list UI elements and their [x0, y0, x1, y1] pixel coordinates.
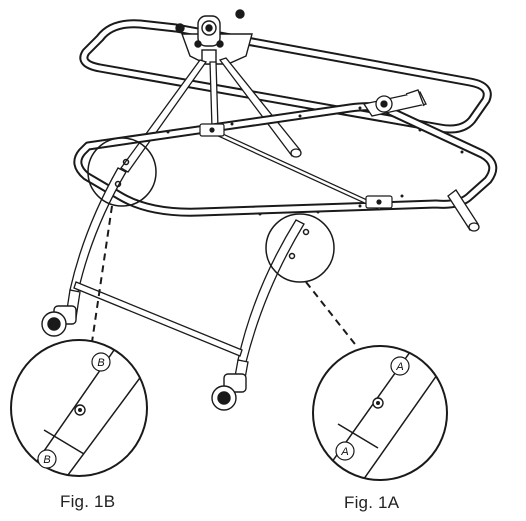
leader-lines: [91, 205, 359, 349]
rear-bracket: [362, 89, 427, 117]
leg-stretcher: [73, 281, 243, 357]
hole-label-b-lower: B: [43, 454, 50, 466]
caster-left: [41, 305, 77, 337]
pivot-hub: [175, 9, 253, 65]
caption-fig-1a: Fig. 1A: [344, 493, 400, 512]
caster-right: [211, 373, 247, 411]
detail-fig-1b: B B: [10, 339, 148, 477]
callout-circle-1b-small: [87, 137, 157, 207]
hole-label-b-upper: B: [97, 357, 104, 369]
caption-fig-1b: Fig. 1B: [60, 492, 116, 511]
center-clamp: [199, 123, 393, 209]
rear-stub-tube: [447, 189, 480, 232]
front-right-leg: [233, 219, 305, 385]
hole-label-a-lower: A: [340, 446, 348, 458]
detail-fig-1a: A A: [312, 345, 448, 481]
callout-circle-1a-small: [265, 213, 335, 283]
top-frame: [79, 19, 492, 134]
hole-label-a-upper: A: [395, 361, 403, 373]
